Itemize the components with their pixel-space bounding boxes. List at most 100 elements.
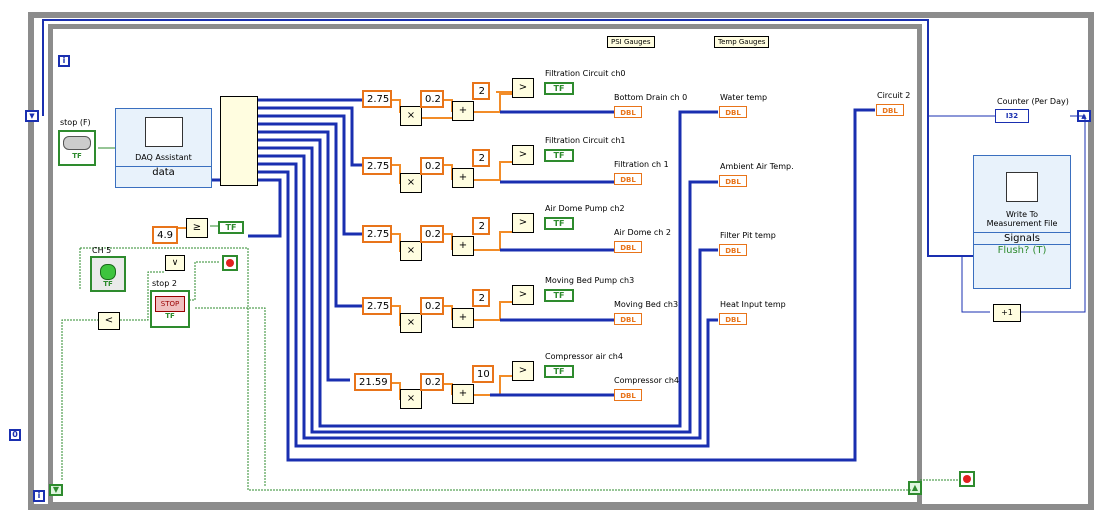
circuit2-indicator: DBL [876, 104, 904, 116]
stop-f-tf: TF [72, 152, 82, 160]
bool-indicator: TF [544, 365, 574, 378]
threshold-constant[interactable]: 2 [472, 289, 490, 307]
write-file-icon [1006, 172, 1038, 202]
stop-circle-icon [222, 255, 238, 271]
greater-equal-icon: ≥ [186, 218, 208, 238]
stop2-label: stop 2 [152, 279, 177, 288]
loop-condition-inner-icon[interactable]: ▼ [49, 484, 63, 496]
add-icon: + [452, 236, 474, 256]
add-icon: + [452, 101, 474, 121]
stop2-button[interactable]: STOP TF [150, 290, 190, 328]
inner-while-loop [48, 24, 922, 507]
daq-data-output: data [116, 166, 211, 178]
write-title-1: Write To [1005, 210, 1039, 219]
dbl-indicator: DBL [614, 106, 642, 118]
greater-than-icon: > [512, 213, 534, 233]
compare-output-indicator: TF [218, 221, 244, 234]
temp-label-0: Water temp [720, 93, 768, 102]
iteration-terminal-outer: i [58, 55, 70, 67]
threshold-constant[interactable]: 2 [472, 82, 490, 100]
ch5-tf: TF [103, 280, 113, 288]
multiplier-constant[interactable]: 2.75 [362, 157, 392, 175]
daq-assistant[interactable]: DAQ Assistant data [115, 108, 212, 188]
dbl-label: Compressor ch4 [614, 376, 680, 385]
greater-than-icon: > [512, 145, 534, 165]
multiplier-constant[interactable]: 2.75 [362, 90, 392, 108]
multiplier-constant[interactable]: 2.75 [362, 225, 392, 243]
greater-than-icon: > [512, 361, 534, 381]
threshold-constant-4-9[interactable]: 4.9 [152, 226, 178, 244]
bool-indicator: TF [544, 149, 574, 162]
dbl-label: Filtration ch 1 [614, 160, 669, 169]
multiply-icon: × [400, 106, 422, 126]
loop-condition-outer-icon[interactable]: ▲ [908, 481, 922, 495]
dbl-label: Air Dome ch 2 [614, 228, 671, 237]
add-icon: + [452, 308, 474, 328]
stop-outer-icon[interactable] [959, 471, 975, 487]
multiply-icon: × [400, 389, 422, 409]
threshold-constant[interactable]: 10 [472, 365, 494, 383]
counter-indicator: I32 [995, 109, 1029, 123]
iteration-terminal-inner: i [33, 490, 45, 502]
multiplier-constant[interactable]: 2.75 [362, 297, 392, 315]
offset-constant[interactable]: 0.2 [420, 297, 444, 315]
offset-constant[interactable]: 0.2 [420, 90, 444, 108]
bool-label: Moving Bed Pump ch3 [545, 276, 635, 285]
offset-constant[interactable]: 0.2 [420, 225, 444, 243]
shift-register-left-icon[interactable]: ▼ [25, 110, 39, 122]
dbl-indicator: DBL [614, 241, 642, 253]
daq-title: DAQ Assistant [135, 153, 192, 162]
stop2-button-face: STOP [155, 296, 185, 312]
add-icon: + [452, 168, 474, 188]
multiply-icon: × [400, 241, 422, 261]
increment-icon: +1 [993, 304, 1021, 322]
temp-indicator-2: DBL [719, 244, 747, 256]
bool-label: Filtration Circuit ch1 [545, 136, 626, 145]
multiplier-constant[interactable]: 21.59 [354, 373, 392, 391]
dbl-label: Moving Bed ch3 [614, 300, 679, 309]
bool-label: Compressor air ch4 [545, 352, 623, 361]
multiply-icon: × [400, 173, 422, 193]
bool-indicator: TF [544, 82, 574, 95]
bool-label: Air Dome Pump ch2 [545, 204, 625, 213]
or-gate-icon: ∨ [165, 255, 185, 271]
stop-f-label: stop (F) [60, 118, 91, 127]
temp-indicator-3: DBL [719, 313, 747, 325]
write-title-2: Measurement File [986, 219, 1058, 228]
outer-while-loop [28, 12, 1094, 510]
stop2-tf: TF [165, 312, 175, 320]
threshold-constant[interactable]: 2 [472, 217, 490, 235]
greater-than-icon: > [512, 78, 534, 98]
bool-label: Filtration Circuit ch0 [545, 69, 626, 78]
write-flush-input[interactable]: Flush? (T) [974, 244, 1070, 256]
bool-indicator: TF [544, 217, 574, 230]
offset-constant[interactable]: 0.2 [420, 157, 444, 175]
threshold-constant[interactable]: 2 [472, 149, 490, 167]
temp-label-1: Ambient Air Temp. [720, 162, 794, 171]
circuit2-label: Circuit 2 [877, 91, 911, 100]
ch5-label: CH 5 [92, 246, 112, 255]
add-icon: + [452, 384, 474, 404]
stop-f-control[interactable]: TF [58, 130, 96, 166]
greater-than-icon: > [512, 285, 534, 305]
bool-indicator: TF [544, 289, 574, 302]
less-than-icon: < [98, 312, 120, 330]
daq-icon [144, 117, 183, 147]
temp-label-2: Filter Pit temp [720, 231, 776, 240]
multiply-icon: × [400, 313, 422, 333]
dbl-indicator: DBL [614, 389, 642, 401]
dbl-indicator: DBL [614, 313, 642, 325]
write-signals-input[interactable]: Signals [974, 232, 1070, 244]
led-icon [100, 264, 116, 280]
temp-label-3: Heat Input temp [720, 300, 786, 309]
constant-zero: 0 [9, 429, 21, 441]
psi-gauges-header: PSI Gauges [607, 36, 655, 48]
dbl-label: Bottom Drain ch 0 [614, 93, 688, 102]
write-measurement-file[interactable]: Write To Measurement File Signals Flush?… [973, 155, 1071, 289]
toggle-switch-icon [63, 136, 91, 150]
ch5-indicator: TF [90, 256, 126, 292]
signal-splitter [220, 96, 258, 186]
temp-gauges-header: Temp Gauges [714, 36, 770, 48]
offset-constant[interactable]: 0.2 [420, 373, 444, 391]
